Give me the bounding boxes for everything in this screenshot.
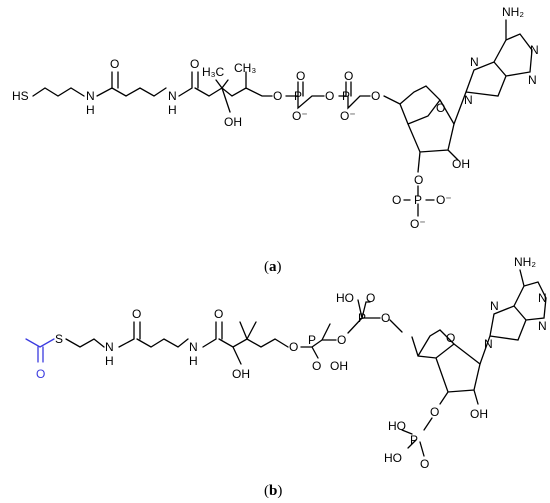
- atom-nh2: NH₂: [502, 5, 524, 19]
- atom-o: O: [430, 405, 439, 419]
- atom-ho: HO: [384, 451, 402, 465]
- atom-o: O: [420, 457, 429, 471]
- atom-n: N: [528, 73, 537, 87]
- atom-oh: OH: [452, 157, 470, 171]
- structure-a: HS N H O N H O H₃C CH₃ OH O P O O⁻ O P O…: [12, 5, 539, 231]
- atom-o: O: [289, 340, 298, 354]
- atom-p: P: [342, 89, 350, 103]
- atom-p: P: [410, 433, 418, 447]
- atom-p: P: [308, 333, 316, 347]
- bonds-adenine-a: [453, 19, 533, 125]
- atom-o: O: [214, 307, 223, 321]
- atom-n: N: [189, 340, 198, 354]
- atom-n: N: [538, 319, 547, 333]
- bonds-sugar-b: [411, 329, 481, 405]
- atom-o: O: [366, 291, 375, 305]
- atom-o: O: [273, 89, 282, 103]
- atom-o: O: [296, 69, 305, 83]
- atom-n: N: [105, 340, 114, 354]
- atom-ring-o: O: [436, 101, 445, 115]
- atom-n: N: [470, 55, 479, 69]
- atom-oh: OH: [330, 359, 348, 373]
- atom-nh2: NH₂: [514, 255, 536, 269]
- atom-hs: HS: [12, 89, 29, 103]
- atom-h: H: [189, 354, 198, 368]
- atom-o: O: [392, 193, 401, 207]
- bonds-acetyl-b: [25, 338, 55, 363]
- atom-n: N: [538, 291, 547, 305]
- atom-h: H: [168, 103, 177, 117]
- atom-n: N: [484, 337, 493, 351]
- bonds-adenine-b: [479, 269, 547, 365]
- atom-o: O: [371, 89, 380, 103]
- atom-o: O: [110, 57, 119, 71]
- caption-b: (b): [264, 483, 282, 499]
- atom-p: P: [414, 193, 422, 207]
- atom-o-minus: O⁻: [410, 217, 426, 231]
- atom-ring-o: O: [446, 331, 455, 345]
- atom-o-minus: O⁻: [436, 193, 452, 207]
- atom-n: N: [490, 299, 499, 313]
- atom-n: N: [530, 43, 539, 57]
- atom-o-acetyl: O: [36, 367, 45, 381]
- atom-o: O: [414, 173, 423, 187]
- atom-s: S: [55, 332, 63, 346]
- atom-p: P: [294, 89, 302, 103]
- atom-ho: HO: [388, 419, 406, 433]
- atom-ho: HO: [336, 291, 354, 305]
- atom-n: N: [464, 93, 473, 107]
- atom-methyl: CH₃: [234, 61, 256, 75]
- atom-oh: OH: [232, 367, 250, 381]
- atom-o: O: [325, 89, 334, 103]
- bonds-chain-b: [65, 299, 403, 365]
- atom-o: O: [337, 333, 346, 347]
- structure-b: O S N H O N H O OH O P O OH O HO P O O O…: [25, 255, 547, 471]
- atom-o-minus: O⁻: [292, 109, 308, 123]
- atom-o: O: [132, 307, 141, 321]
- atom-h: H: [86, 103, 95, 117]
- atom-oh: OH: [224, 115, 242, 129]
- caption-a: (a): [264, 259, 282, 275]
- bonds-phosphate3-a: [403, 185, 435, 217]
- atom-methyl: H₃C: [202, 65, 225, 79]
- atom-h: H: [105, 354, 114, 368]
- bonds-sugar-a: [383, 85, 459, 173]
- bonds-chain-a: [32, 71, 371, 113]
- atom-n: N: [86, 89, 95, 103]
- atom-oh: OH: [470, 407, 488, 421]
- atom-o: O: [344, 69, 353, 83]
- atom-n: N: [168, 89, 177, 103]
- atom-o: O: [381, 311, 390, 325]
- atom-o: O: [190, 57, 199, 71]
- atom-p: P: [358, 311, 366, 325]
- atom-o-minus: O⁻: [340, 109, 356, 123]
- atom-o: O: [312, 359, 321, 373]
- bonds-phosphate3-b: [401, 417, 433, 457]
